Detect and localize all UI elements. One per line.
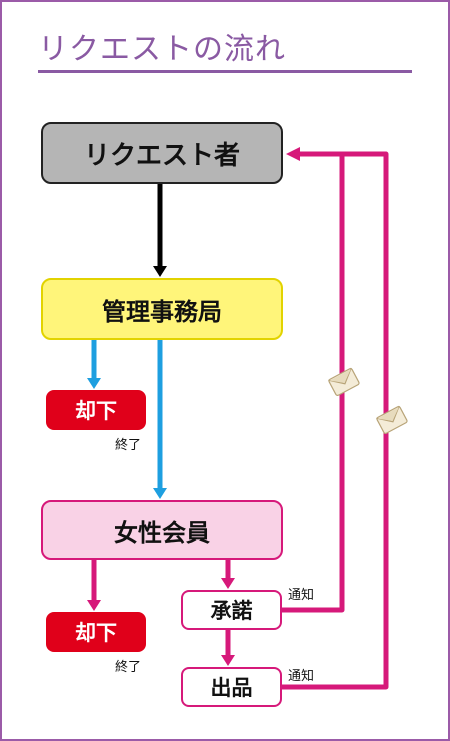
arrowhead-requester	[286, 147, 300, 161]
label-notify-1: 通知	[288, 588, 315, 603]
arrowhead-accept	[221, 578, 235, 589]
arrowhead-reject-2	[87, 600, 101, 611]
arrowhead-female	[153, 488, 167, 499]
node-requester: リクエスト者	[41, 122, 283, 184]
envelope-icon	[376, 405, 408, 434]
page-title: リクエストの流れ	[38, 32, 286, 67]
arrowhead-reject-1	[87, 378, 101, 389]
node-accept: 承諾	[181, 590, 282, 630]
node-listing: 出品	[181, 667, 282, 707]
arrowhead-office	[153, 266, 167, 277]
arrowhead-listing	[221, 655, 235, 666]
label-end-1: 終了	[115, 438, 142, 453]
node-admin-office: 管理事務局	[41, 278, 283, 340]
envelope-icon	[328, 367, 360, 396]
label-notify-2: 通知	[288, 669, 315, 684]
title-underline	[38, 70, 412, 73]
node-reject-2: 却下	[46, 612, 146, 652]
label-end-2: 終了	[115, 660, 142, 675]
arrow-listing-notify-to-requester	[282, 151, 389, 690]
node-female-member: 女性会員	[41, 500, 283, 560]
node-reject-1: 却下	[46, 390, 146, 430]
